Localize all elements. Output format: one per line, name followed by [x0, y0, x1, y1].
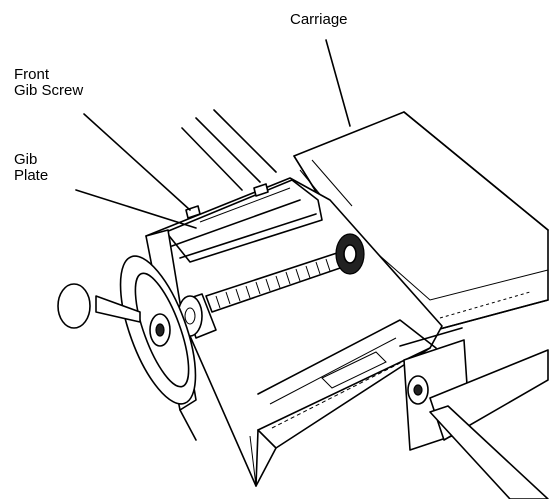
label-front-gib-screw: Front Gib Screw — [14, 67, 83, 99]
handwheel — [119, 255, 197, 405]
gib-plate — [165, 179, 323, 263]
label-front-gib-screw-line2: Gib Screw — [14, 82, 84, 99]
label-gib-plate-line2: Plate — [14, 167, 49, 184]
label-gib-plate-line1: Gib — [14, 151, 38, 168]
label-carriage: Carriage — [290, 11, 348, 28]
feed-shaft — [429, 349, 549, 500]
handwheel-handle — [57, 283, 141, 329]
lead-screw — [205, 251, 347, 313]
cross-slide-base — [145, 177, 443, 487]
leader-gib-plate — [75, 189, 197, 229]
way-rails-upper — [181, 109, 277, 191]
leader-carriage — [325, 39, 351, 127]
label-gib-plate: Gib Plate — [14, 152, 48, 184]
label-front-gib-screw-line1: Front — [14, 66, 50, 83]
leader-lines — [75, 39, 351, 229]
lead-screw-nut — [335, 233, 365, 275]
leader-front-gib-screw — [83, 113, 191, 211]
